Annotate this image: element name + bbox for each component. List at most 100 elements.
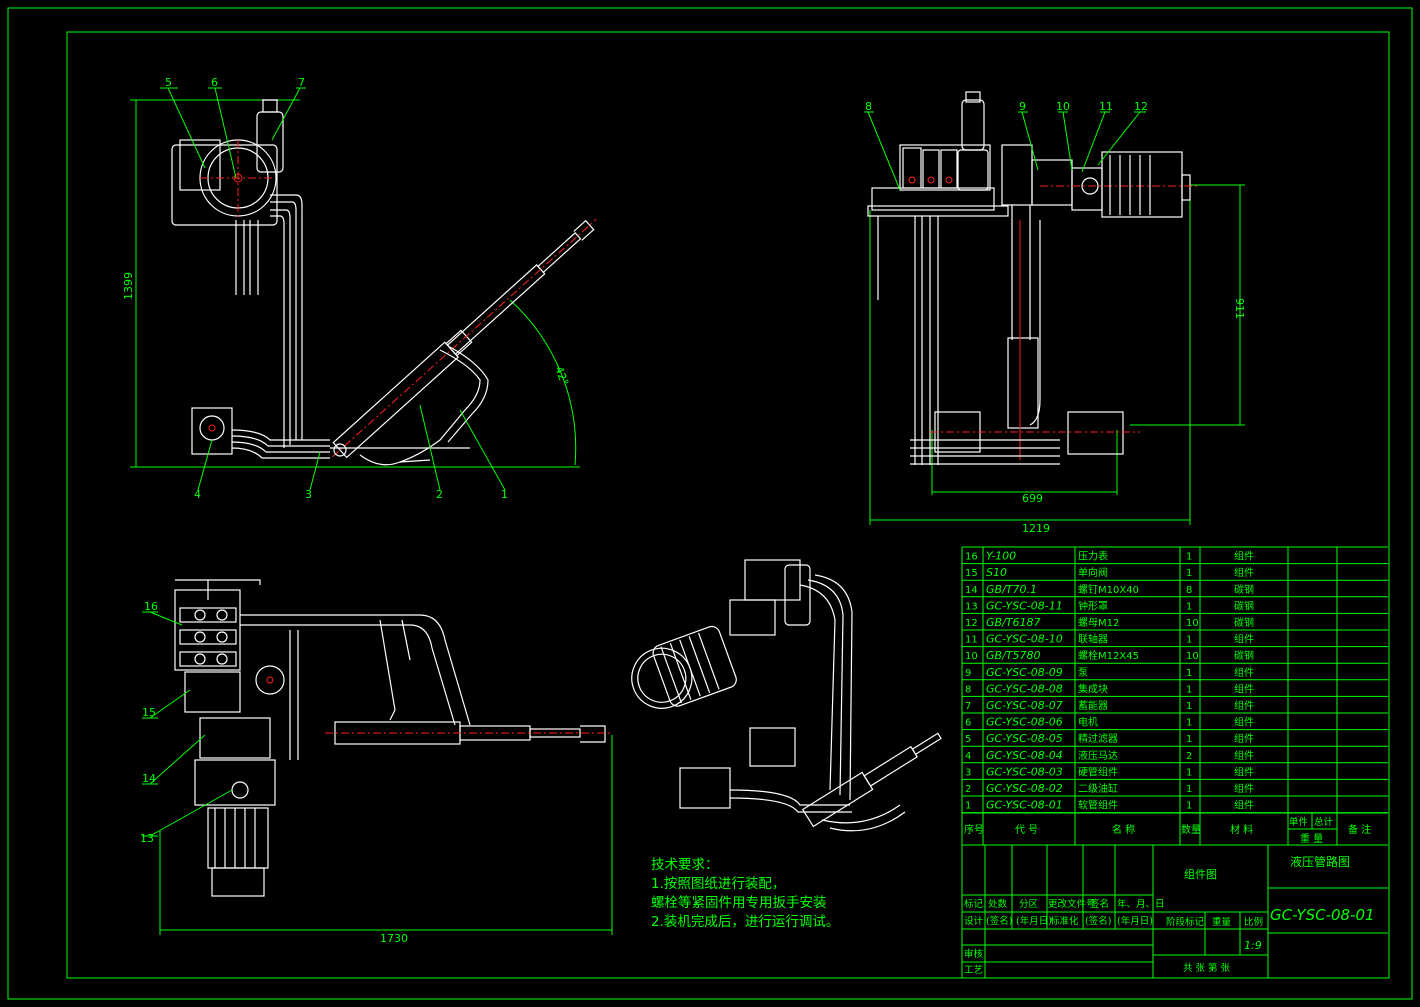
bom-header-total: 总计: [1314, 816, 1334, 828]
bom-cell-code: GC-YSC-08-01: [986, 799, 1063, 812]
rev-header-2: 分区: [1019, 899, 1039, 910]
bom-cell-code: Y-100: [986, 550, 1016, 563]
bom-cell-qty: 1: [1186, 734, 1192, 745]
design-row-2: (年月日): [1016, 915, 1052, 927]
balloon-11: 11: [1099, 100, 1113, 113]
bom-cell-name: 蓄能器: [1078, 699, 1108, 712]
balloon-13: 13: [140, 832, 154, 845]
bom-cell-name: 压力表: [1078, 550, 1108, 563]
bom-cell-material: 组件: [1234, 699, 1254, 712]
bom-cell-material: 碳钢: [1234, 599, 1254, 612]
bom-cell-qty: 1: [1186, 718, 1192, 729]
bom-cell-material: 组件: [1234, 566, 1254, 579]
bom-cell-no: 7: [965, 701, 971, 712]
bom-cell-qty: 1: [1186, 767, 1192, 778]
dim-height-right: 911: [1233, 298, 1246, 319]
bom-header-name: 名 称: [1112, 823, 1135, 836]
bom-cell-code: GC-YSC-08-09: [986, 666, 1063, 679]
dim-width-right: 1219: [1022, 522, 1050, 535]
outer-frame: [7, 7, 1413, 1000]
bom-cell-name: 硬管组件: [1078, 765, 1118, 778]
bom-header-weight: 重 量: [1300, 832, 1323, 845]
bom-cell-name: 螺栓M12X45: [1078, 649, 1139, 662]
balloon-labels: 5 6 7 4 3 2 1 8 9 10 11 12 16 15 14 13: [140, 76, 1148, 845]
bom-cell-name: 单向阀: [1078, 566, 1108, 579]
bom-cell-code: GC-YSC-08-05: [986, 732, 1063, 745]
drawing-number: GC-YSC-08-01: [1270, 906, 1375, 924]
bom-cell-qty: 1: [1186, 552, 1192, 563]
rev-header-1: 处数: [988, 898, 1008, 910]
bom-cell-qty: 1: [1186, 784, 1192, 795]
drawing-title: 液压管路图: [1290, 854, 1350, 869]
bom-cell-name: 泵: [1078, 667, 1088, 679]
tech-req-line-3: 2.装机完成后，进行运行调试。: [651, 914, 840, 930]
balloon-4: 4: [194, 488, 201, 501]
bom-cell-code: GC-YSC-08-10: [986, 633, 1063, 646]
dim-height-left: 1399: [122, 272, 135, 300]
bom-cell-material: 组件: [1234, 682, 1254, 695]
tech-req-line-2: 螺栓等紧固件用专用扳手安装: [651, 895, 827, 911]
design-row-5: (年月日): [1117, 915, 1153, 927]
rev-header-5: 年、月、日: [1117, 898, 1165, 910]
bom-cell-material: 组件: [1234, 666, 1254, 679]
bom-cell-no: 14: [965, 585, 978, 596]
bom-cell-no: 3: [965, 767, 971, 778]
inner-frame: [66, 31, 1390, 979]
sheets-label: 共 张 第 张: [1183, 962, 1231, 974]
bom-cell-no: 9: [965, 668, 971, 679]
bom-cell-material: 碳钢: [1234, 583, 1254, 596]
bom-cell-code: GC-YSC-08-04: [986, 749, 1063, 762]
bom-cell-code: GB/T70.1: [986, 583, 1037, 596]
bom-cell-name: 软管组件: [1078, 799, 1118, 812]
bom-cell-material: 碳钢: [1234, 616, 1254, 629]
bom-cell-no: 15: [965, 568, 978, 579]
bom-cell-code: GC-YSC-08-07: [986, 699, 1063, 712]
bom-cell-no: 11: [965, 635, 978, 646]
balloon-9: 9: [1019, 100, 1026, 113]
bom-cell-name: 电机: [1078, 716, 1098, 729]
balloon-16: 16: [144, 600, 158, 613]
bom-cell-qty: 1: [1186, 601, 1192, 612]
scale-label: 比例: [1244, 916, 1263, 928]
title-block: 标记 处数 分区 更改文件号 签名 年、月、日 设计 (签名) (年月日) 标准…: [962, 845, 1388, 978]
bom-header-code: 代 号: [1015, 824, 1038, 836]
design-row-1: (签名): [986, 915, 1012, 927]
bom-cell-name: 液压马达: [1078, 749, 1118, 762]
balloon-10: 10: [1056, 100, 1070, 113]
balloon-3: 3: [305, 488, 312, 501]
balloon-14: 14: [142, 772, 156, 785]
bom-header-material: 材 料: [1230, 823, 1253, 836]
scale-value: 1:9: [1244, 939, 1262, 952]
rev-header-0: 标记: [964, 898, 984, 910]
bom-cell-no: 16: [965, 552, 978, 563]
bom-cell-no: 8: [965, 684, 971, 695]
technical-requirements: 技术要求： 1.按照图纸进行装配， 螺栓等紧固件用专用扳手安装 2.装机完成后，…: [651, 856, 839, 932]
bom-cell-no: 2: [965, 784, 971, 795]
bom-cell-no: 6: [965, 718, 971, 729]
rev-header-4: 签名: [1090, 898, 1109, 910]
bom-cell-no: 10: [965, 651, 978, 662]
dim-width-bottom: 1730: [380, 932, 408, 945]
bom-cell-qty: 1: [1186, 668, 1192, 679]
bom-cell-name: 联轴器: [1078, 633, 1108, 646]
bom-cell-code: GC-YSC-08-08: [986, 682, 1063, 695]
bom-cell-qty: 10: [1186, 618, 1199, 629]
balloon-1: 1: [501, 488, 508, 501]
balloon-12: 12: [1134, 100, 1148, 113]
design-row-4: (签名): [1085, 915, 1111, 927]
bom-cell-qty: 8: [1186, 585, 1192, 596]
bom-cell-qty: 1: [1186, 568, 1192, 579]
tech-req-line-1: 1.按照图纸进行装配，: [651, 876, 786, 892]
balloon-5: 5: [165, 76, 172, 89]
bom-cell-material: 组件: [1234, 765, 1254, 778]
balloon-15: 15: [142, 706, 156, 719]
design-row-0: 设计: [964, 915, 984, 927]
bom-cell-name: 集成块: [1078, 682, 1108, 695]
bom-cell-no: 13: [965, 601, 978, 612]
balloon-8: 8: [865, 100, 872, 113]
weight-label: 重量: [1212, 916, 1232, 928]
bom-header-qty: 数量: [1181, 823, 1201, 836]
bom-cell-code: S10: [986, 566, 1007, 579]
